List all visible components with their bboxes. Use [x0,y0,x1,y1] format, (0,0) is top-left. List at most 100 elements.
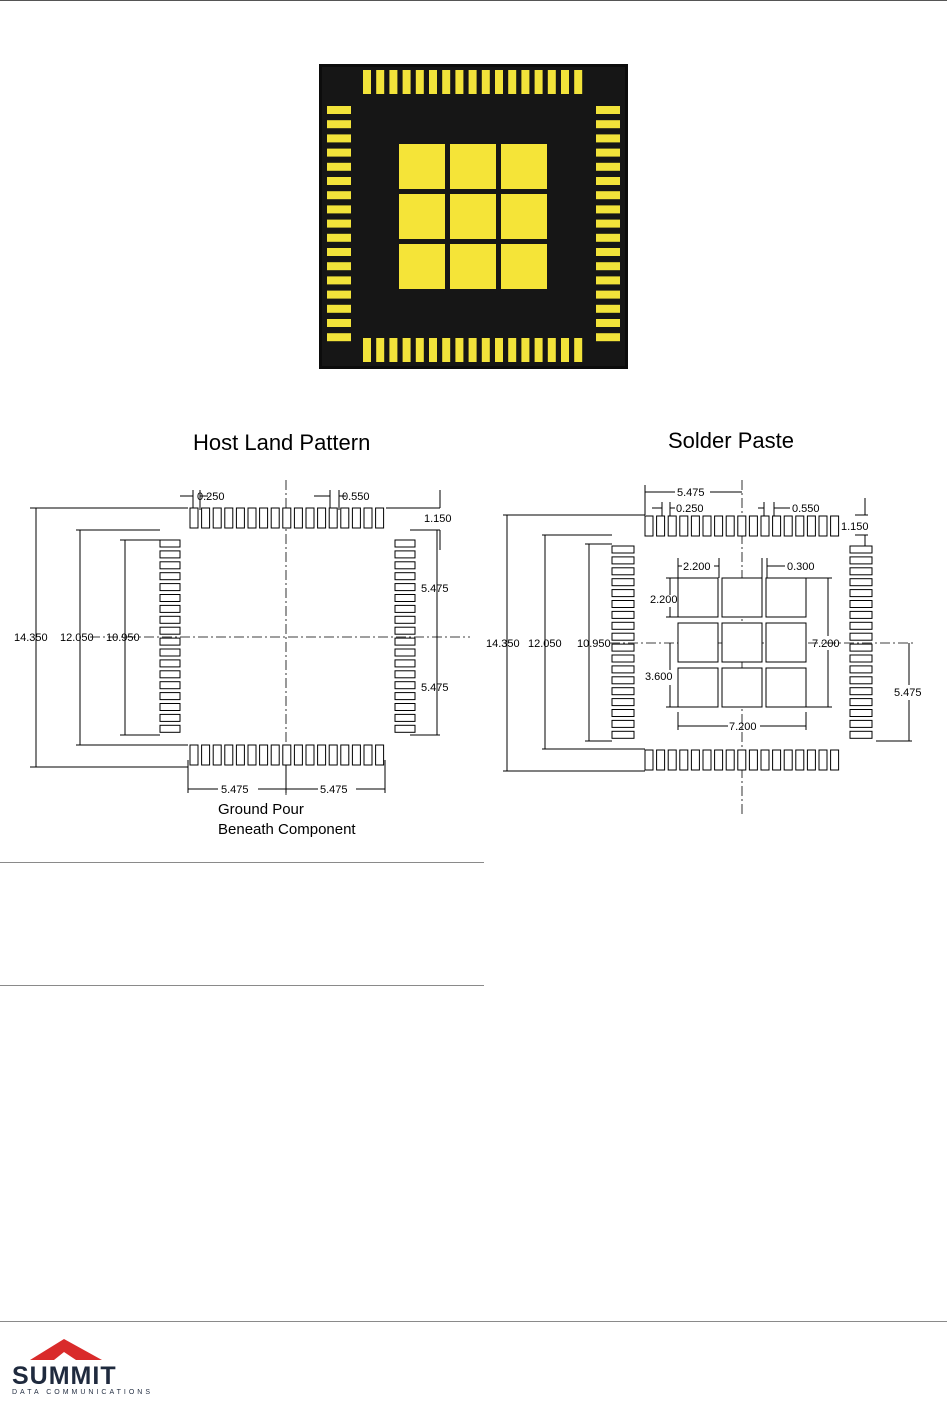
land-pad [395,693,415,700]
land-pad [202,508,210,528]
photo-pad [535,338,543,362]
photo-pad [403,70,411,94]
host-land-pattern-title: Host Land Pattern [193,430,370,456]
dim-bottom-left: 5.475 [221,784,249,796]
paste-pad [850,720,872,727]
photo-pad [596,276,620,284]
land-pad [395,573,415,580]
summit-logo-subtitle: DATA COMMUNICATIONS [12,1389,153,1396]
photo-pad [442,70,450,94]
dim-top-half: 5.475 [677,487,705,499]
photo-pad [596,234,620,242]
dim-bottom-right: 5.475 [320,784,348,796]
paste-pad [819,750,827,770]
paste-pad [612,677,634,684]
paste-pad [612,568,634,575]
photo-pad [482,338,490,362]
photo-pad [596,134,620,142]
land-pad [213,508,221,528]
paste-pad [850,557,872,564]
dim-pad-length: 1.150 [424,513,452,525]
land-pad [376,508,384,528]
paste-pad [850,688,872,695]
paste-pad [726,516,734,536]
dim-paste-pad-span: 10.950 [577,638,611,650]
land-pad [395,704,415,711]
dim-half-upper: 5.475 [421,583,449,595]
land-pad [260,745,268,765]
photo-pad [596,248,620,256]
paste-pad [831,750,839,770]
paste-pad [657,516,665,536]
paste-pad [657,750,665,770]
land-pad [341,745,349,765]
photo-pad [596,163,620,171]
land-pad [160,682,180,689]
paste-pad [668,516,676,536]
photo-pad [327,177,351,185]
land-pad [248,745,256,765]
paste-pad [796,516,804,536]
photo-pad [327,149,351,157]
paste-pad [850,622,872,629]
land-pad [395,649,415,656]
paste-pad [850,590,872,597]
photo-pad [596,177,620,185]
photo-pad [548,70,556,94]
photo-pad [327,248,351,256]
land-pad [160,616,180,623]
paste-pad [850,699,872,706]
paste-pad [612,699,634,706]
solder-paste-title: Solder Paste [668,428,794,454]
paste-pad [691,750,699,770]
land-pad [225,745,233,765]
photo-pad [327,120,351,128]
land-pad [352,508,360,528]
land-pad [190,508,198,528]
photo-pad [548,338,556,362]
dim-square-height: 2.200 [650,594,678,606]
paste-pad [612,611,634,618]
paste-pad [612,579,634,586]
land-pad [395,714,415,721]
paste-pad [749,750,757,770]
land-pad [160,573,180,580]
land-pad [160,671,180,678]
dim-grid-width: 7.200 [729,721,757,733]
paste-pad [850,710,872,717]
land-pad [160,562,180,569]
photo-pad [327,205,351,213]
photo-pad [327,234,351,242]
paste-pad [645,516,653,536]
land-pad [190,745,198,765]
paste-pad [773,516,781,536]
photo-pad [596,205,620,213]
paste-pad [738,516,746,536]
paste-pad [691,516,699,536]
photo-pad [596,149,620,157]
paste-pad [680,750,688,770]
photo-pad [535,70,543,94]
land-pad [376,745,384,765]
paste-pad [612,731,634,738]
paste-pad [850,666,872,673]
photo-pad [442,338,450,362]
paste-pad [784,750,792,770]
photo-pad [363,338,371,362]
photo-pad [469,338,477,362]
paste-pad [726,750,734,770]
photo-pad [596,106,620,114]
land-pad [160,605,180,612]
photo-pad [376,338,384,362]
land-pad [160,595,180,602]
land-pad [395,595,415,602]
paste-pad [612,601,634,608]
photo-pad [521,338,529,362]
land-pad [283,745,291,765]
photo-pad [389,70,397,94]
land-pad [236,745,244,765]
paste-pad [773,750,781,770]
paste-pad [612,557,634,564]
paste-pad [612,720,634,727]
photo-pad [327,291,351,299]
